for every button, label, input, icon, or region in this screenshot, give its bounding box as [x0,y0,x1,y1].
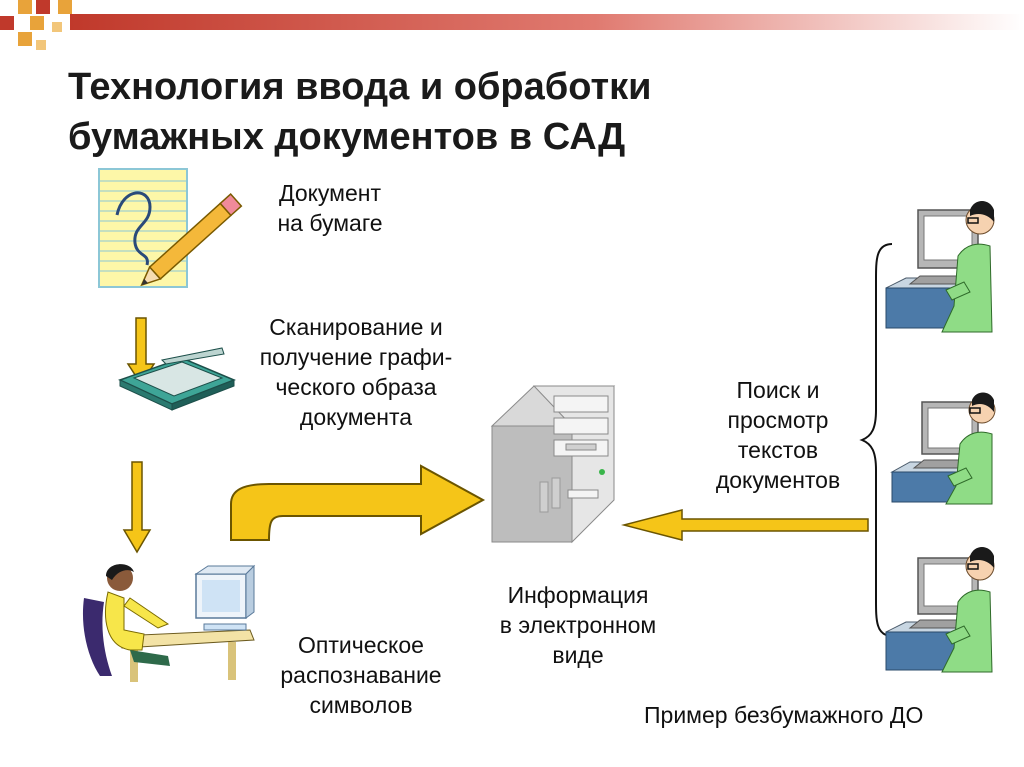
step-electronic-line: в электронном [499,612,657,638]
step-search-label: Поиск и просмотр текстов документов [688,375,868,495]
user-workstation-icon [890,392,996,505]
decor-square [0,16,14,30]
step-scan-line: получение графи- [259,344,453,370]
step-scan-line: Сканирование и [269,314,443,340]
down-arrow-icon [122,461,152,554]
page-title-line: Технология ввода и обработки [68,66,652,108]
user-workstation-icon [885,201,995,333]
decor-square [58,0,72,14]
paper-pencil-icon [98,168,243,288]
step-ocr-label: Оптическое распознавание символов [246,630,476,720]
decor-square [18,0,32,14]
scanner-icon [118,347,236,411]
decor-square [52,22,62,32]
curly-brace [859,243,893,637]
top-decor [0,0,1024,50]
operator-at-computer-icon [82,564,256,682]
step-scan-line: документа [299,404,413,430]
step-search-line: документов [715,467,841,493]
decor-square [36,0,50,14]
step-paper-label: Документ на бумаге [250,178,410,238]
step-paper-line: Документ [278,180,382,206]
step-ocr-line: символов [309,692,413,718]
decor-square [18,32,32,46]
flow-arrow-icon [230,464,486,541]
step-ocr-line: Оптическое [298,632,424,658]
page-title: Технология ввода и обработки бумажных до… [68,62,868,162]
decor-square [30,16,44,30]
page-title-line: бумажных документов в САД [68,116,626,158]
step-electronic-line: виде [552,642,604,668]
step-search-line: текстов [737,437,819,463]
step-electronic-label: Информация в электронном виде [458,580,698,670]
left-arrow-icon [621,509,869,541]
computer-tower-icon [490,385,616,544]
step-scan-line: ческого образа [275,374,437,400]
step-electronic-line: Информация [507,582,649,608]
decor-square [36,40,46,50]
step-search-line: просмотр [727,407,829,433]
user-workstation-icon [885,547,995,673]
step-search-line: Поиск и [736,377,820,403]
step-ocr-line: распознавание [280,662,442,688]
diagram-caption: Пример безбумажного ДО [644,702,924,728]
step-paper-line: на бумаге [277,210,383,236]
top-decor-bar [70,14,1024,30]
step-scan-label: Сканирование и получение графи- ческого … [236,312,476,432]
